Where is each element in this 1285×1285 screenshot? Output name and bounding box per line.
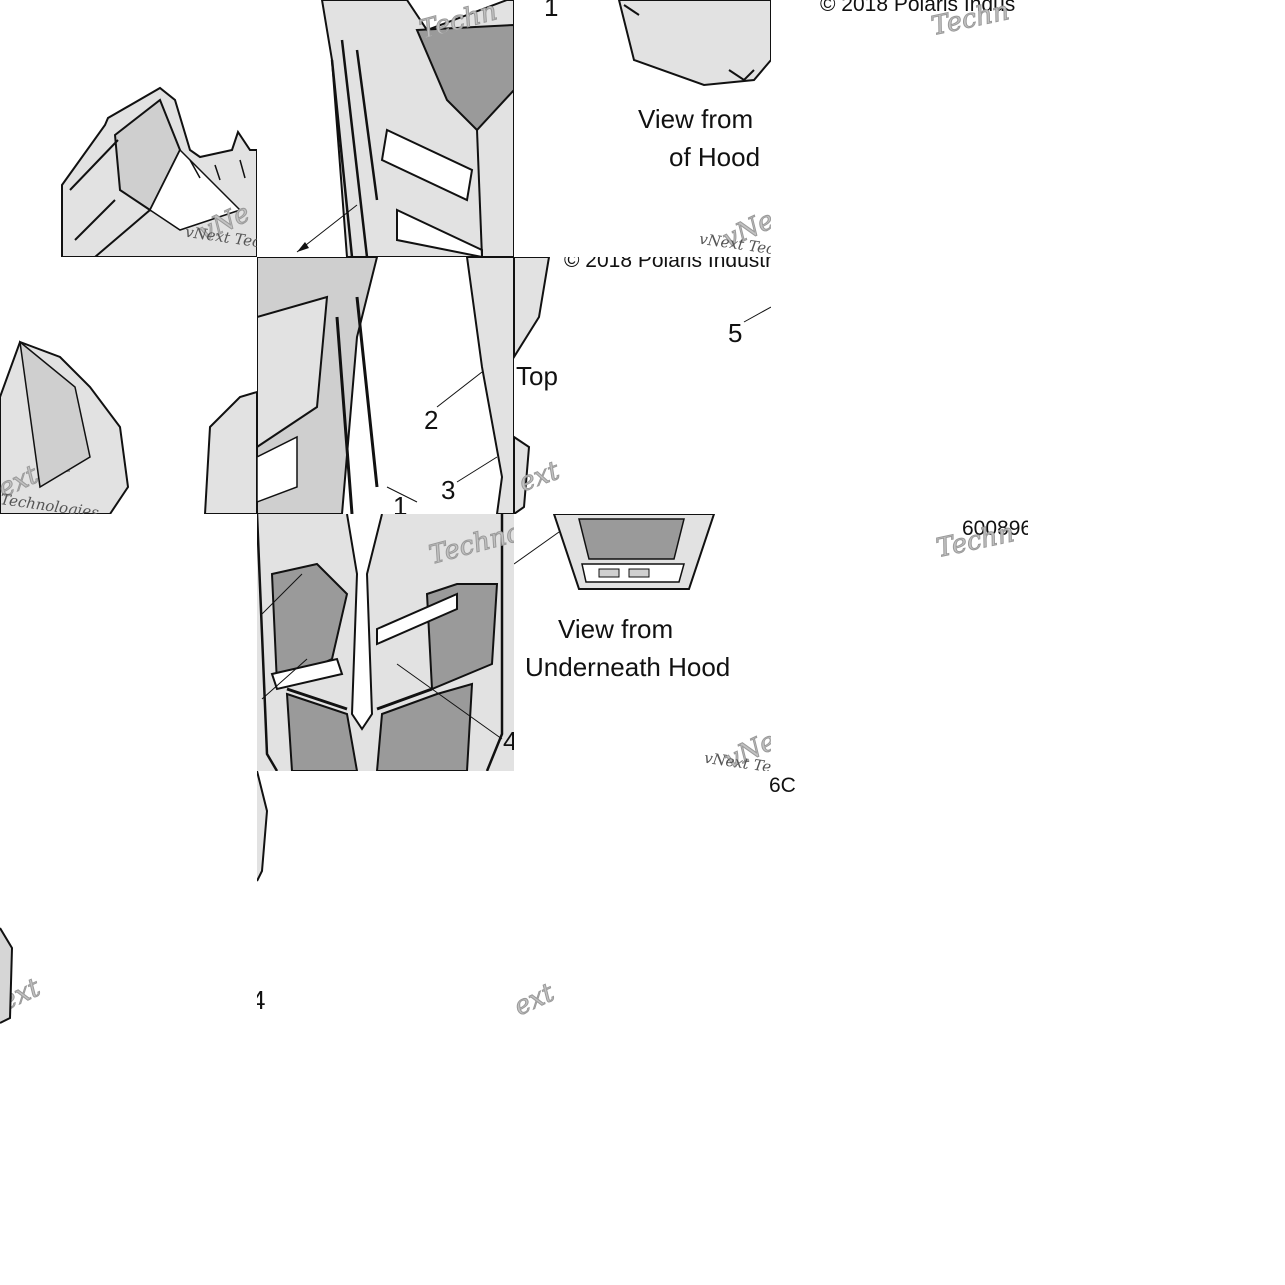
hood-front-drawing [257, 514, 514, 771]
part-number-fragment: 6C [769, 774, 796, 797]
diagram-tile-hood-center-middle: 2 3 1 [257, 257, 514, 514]
callout-number: 3 [441, 475, 456, 505]
diagram-tile-part-number: 600896 Techn [771, 514, 1028, 771]
hood-left-drawing [61, 86, 257, 257]
hood-center-top-drawing [296, 0, 514, 257]
diagram-tile-hood-left-middle: ext Technologies [0, 257, 257, 514]
underside-top-drawing [617, 0, 771, 87]
view-caption: View from [638, 104, 754, 134]
copyright-text: © 2018 Polaris Indus [820, 0, 1016, 16]
lower-fragment-drawing [257, 771, 269, 882]
diagram-tile-underside: View from Underneath Hood vNe vNext Tec [514, 514, 771, 771]
watermark-text: ext [509, 977, 559, 1023]
callout-number: 2 [424, 405, 439, 435]
underside-drawing [514, 514, 716, 590]
callout-number: 1 [393, 491, 408, 514]
diagram-tile-lower-fragment: 4 [257, 771, 514, 1028]
diagram-tile-hood-front: 4 Technologies [257, 514, 514, 771]
view-label: Top [516, 361, 558, 391]
callout-number: 1 [544, 0, 559, 22]
callout-number: 4 [503, 726, 514, 756]
callout-number: 5 [728, 318, 743, 348]
watermark-text: Techn [933, 518, 1018, 565]
copyright-text: © 2018 Polaris Industries Inc. [564, 257, 771, 272]
diagram-tile-underside-top: 1 View from of Hood vNe vNext Tec [514, 0, 771, 257]
part-number: 600896 [962, 517, 1028, 540]
top-label-drawing [514, 257, 771, 514]
diagram-tile-hood-left-top: vNe vNext Tec [0, 0, 257, 257]
view-caption: of Hood [669, 142, 761, 172]
view-caption: Underneath Hood [525, 652, 731, 682]
diagram-tile-top-label: © 2018 Polaris Industries Inc. 5 Top ext [514, 257, 771, 514]
diagram-tile-copyright: © 2018 Polaris Indus Techn [771, 0, 1028, 257]
diagram-tile-hood-center-top: Techn [257, 0, 514, 257]
callout-number: 4 [257, 985, 266, 1015]
hood-left-middle-drawing [0, 340, 257, 514]
hood-center-middle-drawing [257, 257, 514, 514]
view-caption: View from [558, 614, 674, 644]
left-edge-fragment [0, 927, 14, 1024]
